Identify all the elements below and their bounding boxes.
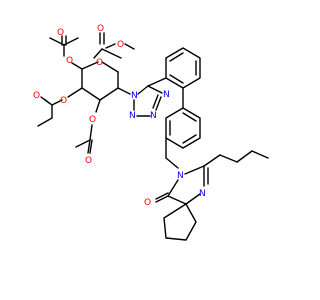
atom-o-ester-double: O [97,24,104,34]
atom-o-acetate2-link: O [60,96,67,106]
atom-n-tetrazole-1: N [131,91,138,101]
acetate-group-1 [49,35,83,70]
phenyl-ring-lower [165,107,201,149]
atom-o-ester-single: O [117,40,124,50]
imidazolinone-ring [155,165,209,205]
atom-n-tetrazole-2: N [163,90,170,100]
phenyl-ring-upper [165,47,201,89]
atom-o-acetate1-double: O [57,28,64,38]
methyl-ester-group [99,32,135,59]
atom-o-amide: O [144,198,151,208]
atom-n-spiro-amide: N [177,171,184,181]
pyranose-ring [67,48,119,101]
benzyl-n-bond [165,157,179,169]
acetate-group-2 [37,96,63,127]
atom-labels: O O O O O O O O O O N N N N N N [33,24,206,208]
atom-n-tetrazole-3: N [150,111,157,121]
atom-o-ring: O [96,58,103,68]
atom-o-acetate3-link: O [89,115,96,125]
atom-n-tetrazole-4: N [129,111,136,121]
molecule-canvas: O O O O O O O O O O N N N N N N [33,24,269,241]
chemical-structure: O O O O O O O O O O N N N N N N [33,24,269,241]
tetrazole-ring [117,77,167,117]
atom-o-acetate1-link: O [66,56,73,66]
atom-o-acetate2-double: O [33,91,40,101]
butyl-chain [203,150,269,167]
atom-n-spiro-imine: N [199,189,206,199]
cyclopentane-ring [163,203,197,241]
atom-o-acetate3-double: O [85,156,92,166]
acetate-group-3 [75,99,101,154]
